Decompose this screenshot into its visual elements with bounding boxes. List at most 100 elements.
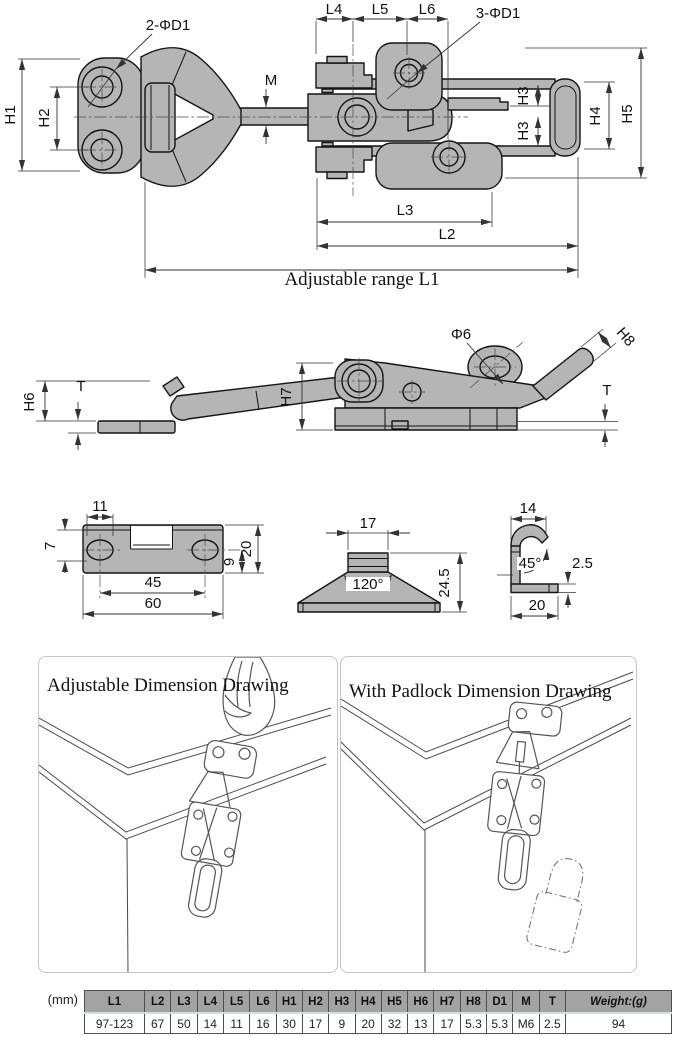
dim-m: M — [265, 72, 278, 89]
dim-hole-spacing: 45 — [145, 574, 162, 591]
top-view-drawing: L4 L5 L6 2-ΦD1 3-ΦD1 H1 H2 M — [2, 1, 647, 290]
hook-arm — [170, 376, 347, 421]
dim-h3-upper: H3 — [515, 86, 532, 105]
dim-hook-width: 14 — [520, 500, 537, 517]
side-view-drawing: H6 T H7 Φ6 H8 T — [21, 324, 638, 450]
dim-slot-offset: 9 — [221, 558, 238, 566]
side-dimensions: H6 T H7 Φ6 H8 T — [21, 324, 638, 450]
latch-parts-side — [97, 345, 618, 434]
spec-value: 5.3 — [486, 1012, 514, 1034]
col-header-weight: Weight:(g) — [565, 990, 672, 1014]
dim-h6: H6 — [21, 392, 38, 411]
frame-end-cap — [549, 78, 581, 157]
hand-illustration — [222, 657, 276, 736]
callout-phi6: Φ6 — [451, 326, 471, 343]
padlock-illustration — [341, 671, 634, 972]
box-corner-lines — [39, 707, 332, 972]
spec-value: 32 — [380, 1012, 409, 1034]
latch-illustration — [180, 739, 258, 918]
spec-value: 20 — [354, 1012, 382, 1034]
dim-t-right: T — [602, 382, 611, 399]
dim-h4: H4 — [587, 106, 604, 125]
col-header: T — [538, 990, 567, 1014]
col-header: L4 — [196, 990, 224, 1014]
spec-value: 11 — [222, 1012, 251, 1034]
dim-catch-top-width: 17 — [360, 515, 377, 532]
clevis — [144, 82, 176, 153]
box-corner-lines — [341, 671, 634, 972]
clamp-upper — [315, 62, 373, 89]
adjustable-illustration — [39, 657, 332, 972]
spec-value: 50 — [170, 1012, 198, 1034]
spec-value: 16 — [249, 1012, 277, 1034]
threaded-rod — [239, 107, 313, 126]
top-dimensions: L4 L5 L6 2-ΦD1 3-ΦD1 H1 H2 M — [2, 1, 647, 290]
dim-hook-base: 20 — [529, 597, 546, 614]
spec-value: 17 — [433, 1012, 461, 1034]
spec-value: 9 — [328, 1012, 356, 1034]
spec-table: L1 L2 L3 L4 L5 L6 H1 H2 H3 H4 H5 H6 H7 H… — [84, 990, 672, 1034]
dim-l5: L5 — [372, 1, 389, 18]
col-header: M — [512, 990, 540, 1014]
callout-2-phi-d1: 2-ΦD1 — [146, 17, 190, 34]
dim-hook-angle: 45° — [519, 555, 542, 572]
dim-l2: L2 — [439, 226, 456, 243]
dim-h1: H1 — [2, 105, 19, 124]
catch-plate-detail: 120° 17 24.5 — [297, 515, 467, 613]
dim-t-left: T — [76, 378, 85, 395]
hook-flat-plate — [97, 420, 176, 434]
clamp-lower — [315, 146, 373, 173]
col-header: H1 — [275, 990, 303, 1014]
spec-value: 13 — [407, 1012, 435, 1034]
dim-l6: L6 — [419, 1, 436, 18]
dim-plate-height: 20 — [238, 541, 255, 558]
spec-value: 14 — [196, 1012, 224, 1034]
dim-adjustable-range-l1: Adjustable range L1 — [284, 269, 439, 290]
callout-3-phi-d1: 3-ΦD1 — [476, 5, 520, 22]
hook-detail: 14 45° 2.5 20 — [497, 500, 593, 620]
dim-plate-width: 60 — [145, 595, 162, 612]
spec-value: 97-123 — [84, 1012, 145, 1034]
spec-value: 17 — [301, 1012, 330, 1034]
spec-value: 5.3 — [459, 1012, 488, 1034]
col-header: D1 — [486, 990, 514, 1014]
col-header: H2 — [301, 990, 330, 1014]
dim-h8: H8 — [613, 324, 638, 350]
col-header: H3 — [328, 990, 356, 1014]
adjustable-panel: Adjustable Dimension Drawing — [38, 656, 338, 973]
spec-value: 67 — [143, 1012, 172, 1034]
col-header: L5 — [222, 990, 251, 1014]
dim-h5: H5 — [619, 104, 636, 123]
dim-h7: H7 — [278, 387, 295, 406]
col-header: H4 — [354, 990, 382, 1014]
panel-title-padlock: With Padlock Dimension Drawing — [349, 681, 612, 702]
base-plate-side — [334, 407, 518, 431]
keeper-plate — [447, 97, 509, 111]
col-header: H7 — [433, 990, 461, 1014]
padlock-phantom — [526, 858, 584, 953]
col-header: L2 — [143, 990, 172, 1014]
dim-catch-height: 24.5 — [436, 568, 453, 597]
padlock-panel: With Padlock Dimension Drawing — [340, 656, 637, 973]
dim-h2: H2 — [36, 108, 53, 127]
col-header: L6 — [249, 990, 277, 1014]
dim-l3: L3 — [397, 202, 414, 219]
detail-views-drawing: 11 7 45 60 9 20 — [42, 498, 593, 620]
handle-side — [532, 347, 594, 401]
panel-title-adjustable: Adjustable Dimension Drawing — [47, 675, 289, 696]
col-header: H5 — [380, 990, 409, 1014]
spec-table-value-row: 97-123 67 50 14 11 16 30 17 9 20 32 13 1… — [84, 1012, 672, 1034]
spec-value: M6 — [512, 1012, 540, 1034]
dim-slot-length: 11 — [92, 498, 108, 515]
col-header: L3 — [170, 990, 198, 1014]
spec-value: 2.5 — [538, 1012, 567, 1034]
dim-l4: L4 — [326, 1, 343, 18]
latch-parts-top — [77, 42, 581, 190]
spec-value-weight: 94 — [565, 1012, 672, 1034]
dim-edge-offset: 7 — [42, 542, 59, 550]
spec-table-header-row: L1 L2 L3 L4 L5 L6 H1 H2 H3 H4 H5 H6 H7 H… — [84, 990, 672, 1014]
col-header: L1 — [84, 990, 145, 1014]
unit-label: (mm) — [47, 992, 78, 1007]
dim-h3-lower: H3 — [515, 121, 532, 140]
